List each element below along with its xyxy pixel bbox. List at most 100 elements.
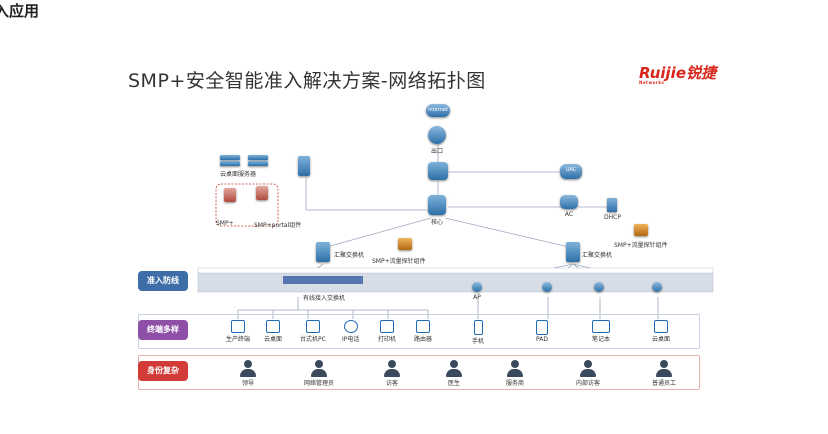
ap-icon — [472, 282, 482, 292]
printer-icon — [380, 320, 394, 333]
firewall-wall-crenellation — [197, 267, 714, 274]
terminal-pad: PAD — [536, 320, 548, 343]
router-icon — [416, 320, 430, 333]
agg-switch-right — [566, 242, 580, 264]
agg-switch-right-label: 汇聚交换机 — [582, 252, 613, 259]
terminal-cloud-desktop: 云桌面 — [264, 320, 282, 343]
terminal-ip-phone: IP电话 — [342, 320, 359, 343]
server-rack-icon — [248, 155, 268, 160]
probe-left — [398, 238, 412, 252]
ap-node-2 — [542, 282, 552, 294]
cloud-desktop-servers-2 — [248, 154, 268, 167]
ac-node: AC — [560, 195, 578, 218]
exit-label: 出口 — [430, 148, 443, 155]
ap-node-3 — [594, 282, 604, 294]
topology-links — [197, 130, 714, 319]
topology-slide: SMP+安全智能准入解决方案-网络拓扑图 Ruijie锐捷 Networks — [108, 52, 730, 417]
ap-node-4 — [652, 282, 662, 294]
ip-phone-icon — [343, 320, 358, 333]
ac-label: AC — [564, 211, 574, 218]
core-switch: 核心 — [428, 195, 446, 226]
terminal-printer: 打印机 — [378, 320, 396, 343]
access-switch-label: 有线接入交换机 — [303, 295, 346, 302]
probe-icon — [398, 238, 412, 250]
dhcp-label: DHCP — [604, 214, 621, 221]
agg-switch-left — [316, 242, 330, 264]
cloud-desktop-icon — [654, 320, 668, 333]
band-label-complex-identities: 身份复杂 — [138, 361, 188, 381]
firewall-node — [428, 162, 448, 182]
smp-portal-label: SMP+portal组件 — [254, 222, 302, 229]
ac-icon — [560, 195, 578, 209]
cloud-servers-label: 云桌面服务器 — [220, 171, 257, 178]
identity-doctor: 医生 — [446, 360, 462, 387]
dhcp-node: DHCP — [604, 198, 621, 221]
person-icon — [584, 360, 592, 368]
terminal-laptop: 笔记本 — [592, 320, 610, 343]
cloud-desktop-servers — [220, 154, 240, 167]
core-label: 核心 — [430, 219, 443, 226]
person-icon — [244, 360, 252, 368]
laptop-icon — [592, 320, 610, 333]
identity-internal-visitor: 内部访客 — [576, 360, 600, 387]
identity-network-admin: 网络管理员 — [304, 360, 334, 387]
production-terminal-icon — [231, 320, 245, 333]
internet-cloud-icon: Internet — [426, 104, 450, 117]
identity-employee: 普通员工 — [652, 360, 676, 387]
identity-visitor: 访客 — [384, 360, 400, 387]
brand-tagline: Networks — [638, 80, 665, 85]
ap-label: AP — [473, 294, 481, 301]
probe-icon — [634, 224, 648, 236]
identities-band — [138, 355, 700, 390]
smp-label: SMP+ — [216, 220, 234, 227]
person-icon — [660, 360, 668, 368]
band-label-diverse-terminals: 终端多样 — [138, 320, 188, 340]
identity-leader: 领导 — [240, 360, 256, 387]
switch-icon — [566, 242, 580, 262]
uac-icon: UAC — [560, 164, 582, 179]
identity-provider: 服务商 — [506, 360, 524, 387]
core-switch-icon — [428, 195, 446, 215]
firewall-icon — [428, 162, 448, 180]
terminal-production: 生产终端 — [226, 320, 250, 343]
slide-title: SMP+安全智能准入解决方案-网络拓扑图 — [128, 70, 486, 92]
person-icon — [450, 360, 458, 368]
brand-name: Ruijie锐捷 — [638, 64, 716, 82]
smp-server — [224, 188, 236, 204]
terminal-router: 路由器 — [414, 320, 432, 343]
portal-server-icon — [256, 186, 268, 200]
tablet-icon — [536, 320, 548, 335]
mobile-phone-icon — [473, 320, 483, 335]
desktop-pc-icon — [305, 320, 320, 333]
terminal-desktop-pc: 台式机PC — [300, 320, 326, 343]
cloud-desktop-icon — [266, 320, 280, 333]
uac-node: UAC — [560, 164, 582, 179]
person-icon — [315, 360, 323, 368]
server-icon — [607, 198, 618, 212]
agg-switch-left-label: 汇聚交换机 — [334, 252, 365, 259]
ap-icon — [594, 282, 604, 292]
smp-server-icon — [224, 188, 236, 202]
ap-icon — [542, 282, 552, 292]
switch-icon — [298, 156, 310, 176]
person-icon — [388, 360, 396, 368]
page-heading: 入应用 — [0, 2, 40, 20]
cloud-switch — [298, 156, 310, 178]
ap-icon — [652, 282, 662, 292]
terminal-cloud-desktop-2: 云桌面 — [652, 320, 670, 343]
probe-right — [634, 224, 648, 238]
server-rack-icon — [220, 155, 240, 160]
server-rack-icon — [248, 161, 268, 166]
ap-node: AP — [472, 282, 482, 301]
probe-right-label: SMP+流量探针组件 — [614, 242, 668, 249]
probe-left-label: SMP+流量探针组件 — [372, 258, 426, 265]
internet-node: Internet — [426, 104, 450, 117]
exit-router: 出口 — [428, 126, 446, 155]
terminal-phone: 手机 — [472, 320, 484, 345]
person-icon — [511, 360, 519, 368]
smp-portal-server — [256, 186, 268, 202]
switch-icon — [316, 242, 330, 262]
brand-logo: Ruijie锐捷 Networks — [639, 62, 716, 85]
router-icon — [428, 126, 446, 144]
band-label-access-defense: 准入防线 — [138, 271, 188, 291]
